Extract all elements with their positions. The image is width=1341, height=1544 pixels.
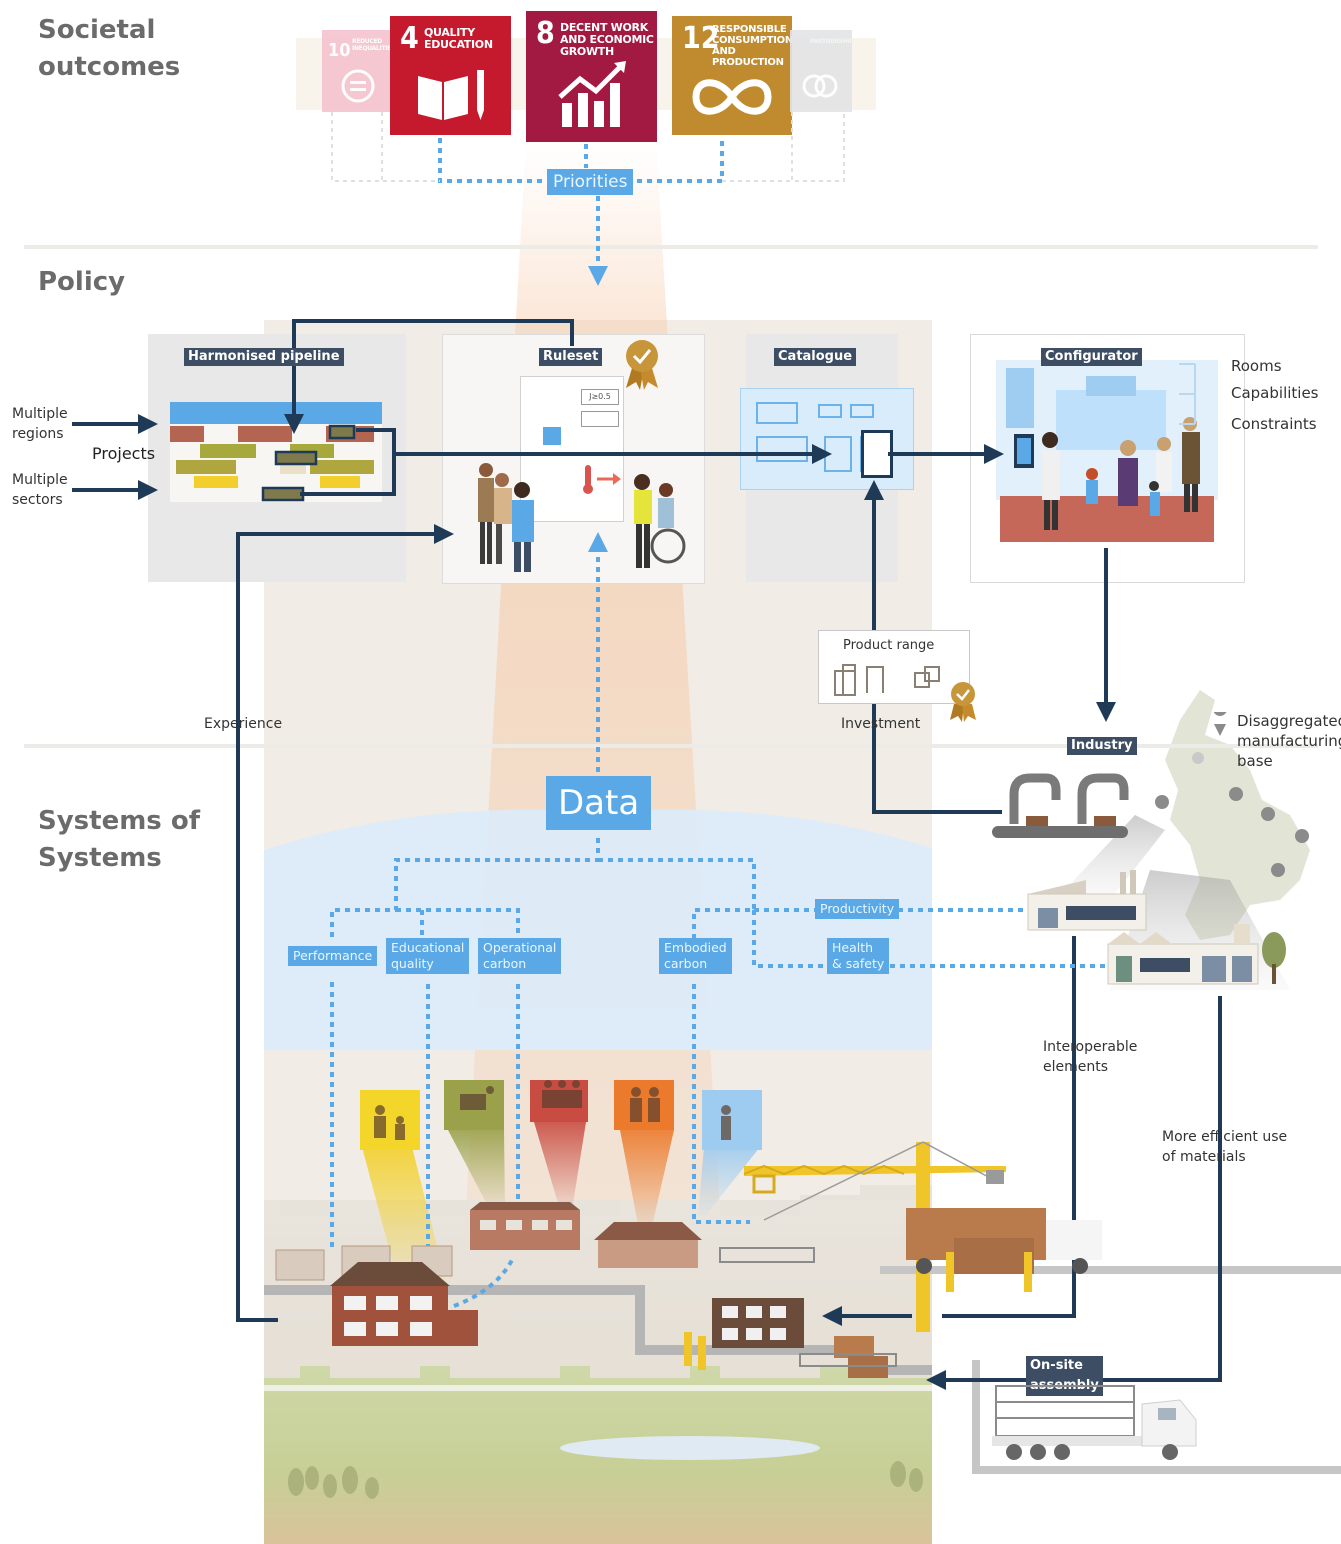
book-pencil-icon	[418, 70, 484, 120]
growth-chart-icon	[558, 61, 626, 127]
approval-badge-icon	[626, 340, 658, 390]
tag-embodied-carbon: Embodied carbon	[659, 938, 732, 974]
infinity-icon	[692, 79, 772, 115]
tag-ruleset: Ruleset	[539, 348, 603, 366]
map-pins	[1155, 712, 1309, 877]
construction-scene-illustration	[275, 1080, 1102, 1378]
tag-data: Data	[546, 776, 652, 830]
quality-badge-icon	[950, 682, 976, 722]
tag-operational-carbon: Operational carbon	[478, 938, 562, 974]
equality-icon	[341, 69, 375, 103]
tag-configurator: Configurator	[1041, 348, 1142, 366]
partnership-icon	[802, 74, 838, 98]
label-capabilities: Capabilities	[1231, 384, 1319, 402]
label-product-range: Product range	[843, 638, 935, 653]
robot-arms-illustration	[992, 773, 1129, 838]
section-title-policy: Policy	[38, 267, 126, 297]
configurator-illustration	[996, 360, 1218, 542]
label-experience: Experience	[204, 716, 283, 732]
ruleset-people-illustration	[478, 463, 686, 572]
label-disaggregated-base: Disaggregated manufacturing base	[1237, 712, 1341, 770]
product-components-icon	[834, 664, 940, 696]
factory-large-illustration	[1107, 924, 1286, 985]
label-multiple-sectors: Multiple sectors	[12, 472, 68, 508]
ruleset-dimension: J≥0.5	[581, 389, 619, 405]
tag-catalogue: Catalogue	[774, 348, 857, 366]
sdg-tile-10: 10 REDUCED INEQUALITIES	[322, 30, 394, 112]
section-title-systems: Systems of Systems	[38, 806, 201, 873]
tag-productivity: Productivity	[815, 899, 900, 919]
section-divider	[24, 245, 1318, 249]
tag-performance: Performance	[288, 946, 378, 966]
tag-priorities: Priorities	[547, 169, 634, 195]
tag-health-safety: Health & safety	[827, 938, 890, 974]
sdg-tile-4: 4 QUALITY EDUCATION	[390, 16, 511, 135]
label-multiple-regions: Multiple regions	[12, 406, 68, 442]
label-investment: Investment	[841, 716, 921, 732]
label-constraints: Constraints	[1231, 415, 1317, 433]
label-rooms: Rooms	[1231, 357, 1282, 375]
tag-educational-quality: Educational quality	[386, 938, 470, 974]
sdg-tile-17: 17 PARTNERSHIPS	[790, 30, 852, 112]
label-projects: Projects	[92, 444, 156, 463]
label-efficient-materials: More efficient use of materials	[1162, 1129, 1288, 1165]
sdg-tile-12: 12 RESPONSIBLE CONSUMPTION AND PRODUCTIO…	[672, 16, 792, 135]
factory-small-illustration	[1027, 870, 1147, 931]
section-divider	[24, 744, 1318, 748]
tag-harmonised-pipeline: Harmonised pipeline	[184, 348, 344, 366]
pipeline-gantt-chart	[170, 402, 382, 502]
selected-component-icon	[861, 430, 893, 478]
product-range-card: Product range	[818, 630, 970, 704]
blueprint-icon	[543, 427, 561, 445]
section-title-societal: Societal outcomes	[38, 15, 181, 82]
sdg-tile-8: 8 DECENT WORK AND ECONOMIC GROWTH	[526, 11, 657, 142]
delivery-truck-illustration	[992, 1385, 1197, 1460]
tag-industry: Industry	[1067, 737, 1137, 755]
thermometer-icon	[583, 465, 621, 494]
label-interoperable-elements: Interoperable elements	[1043, 1039, 1138, 1075]
configurator-brace	[1179, 363, 1196, 425]
